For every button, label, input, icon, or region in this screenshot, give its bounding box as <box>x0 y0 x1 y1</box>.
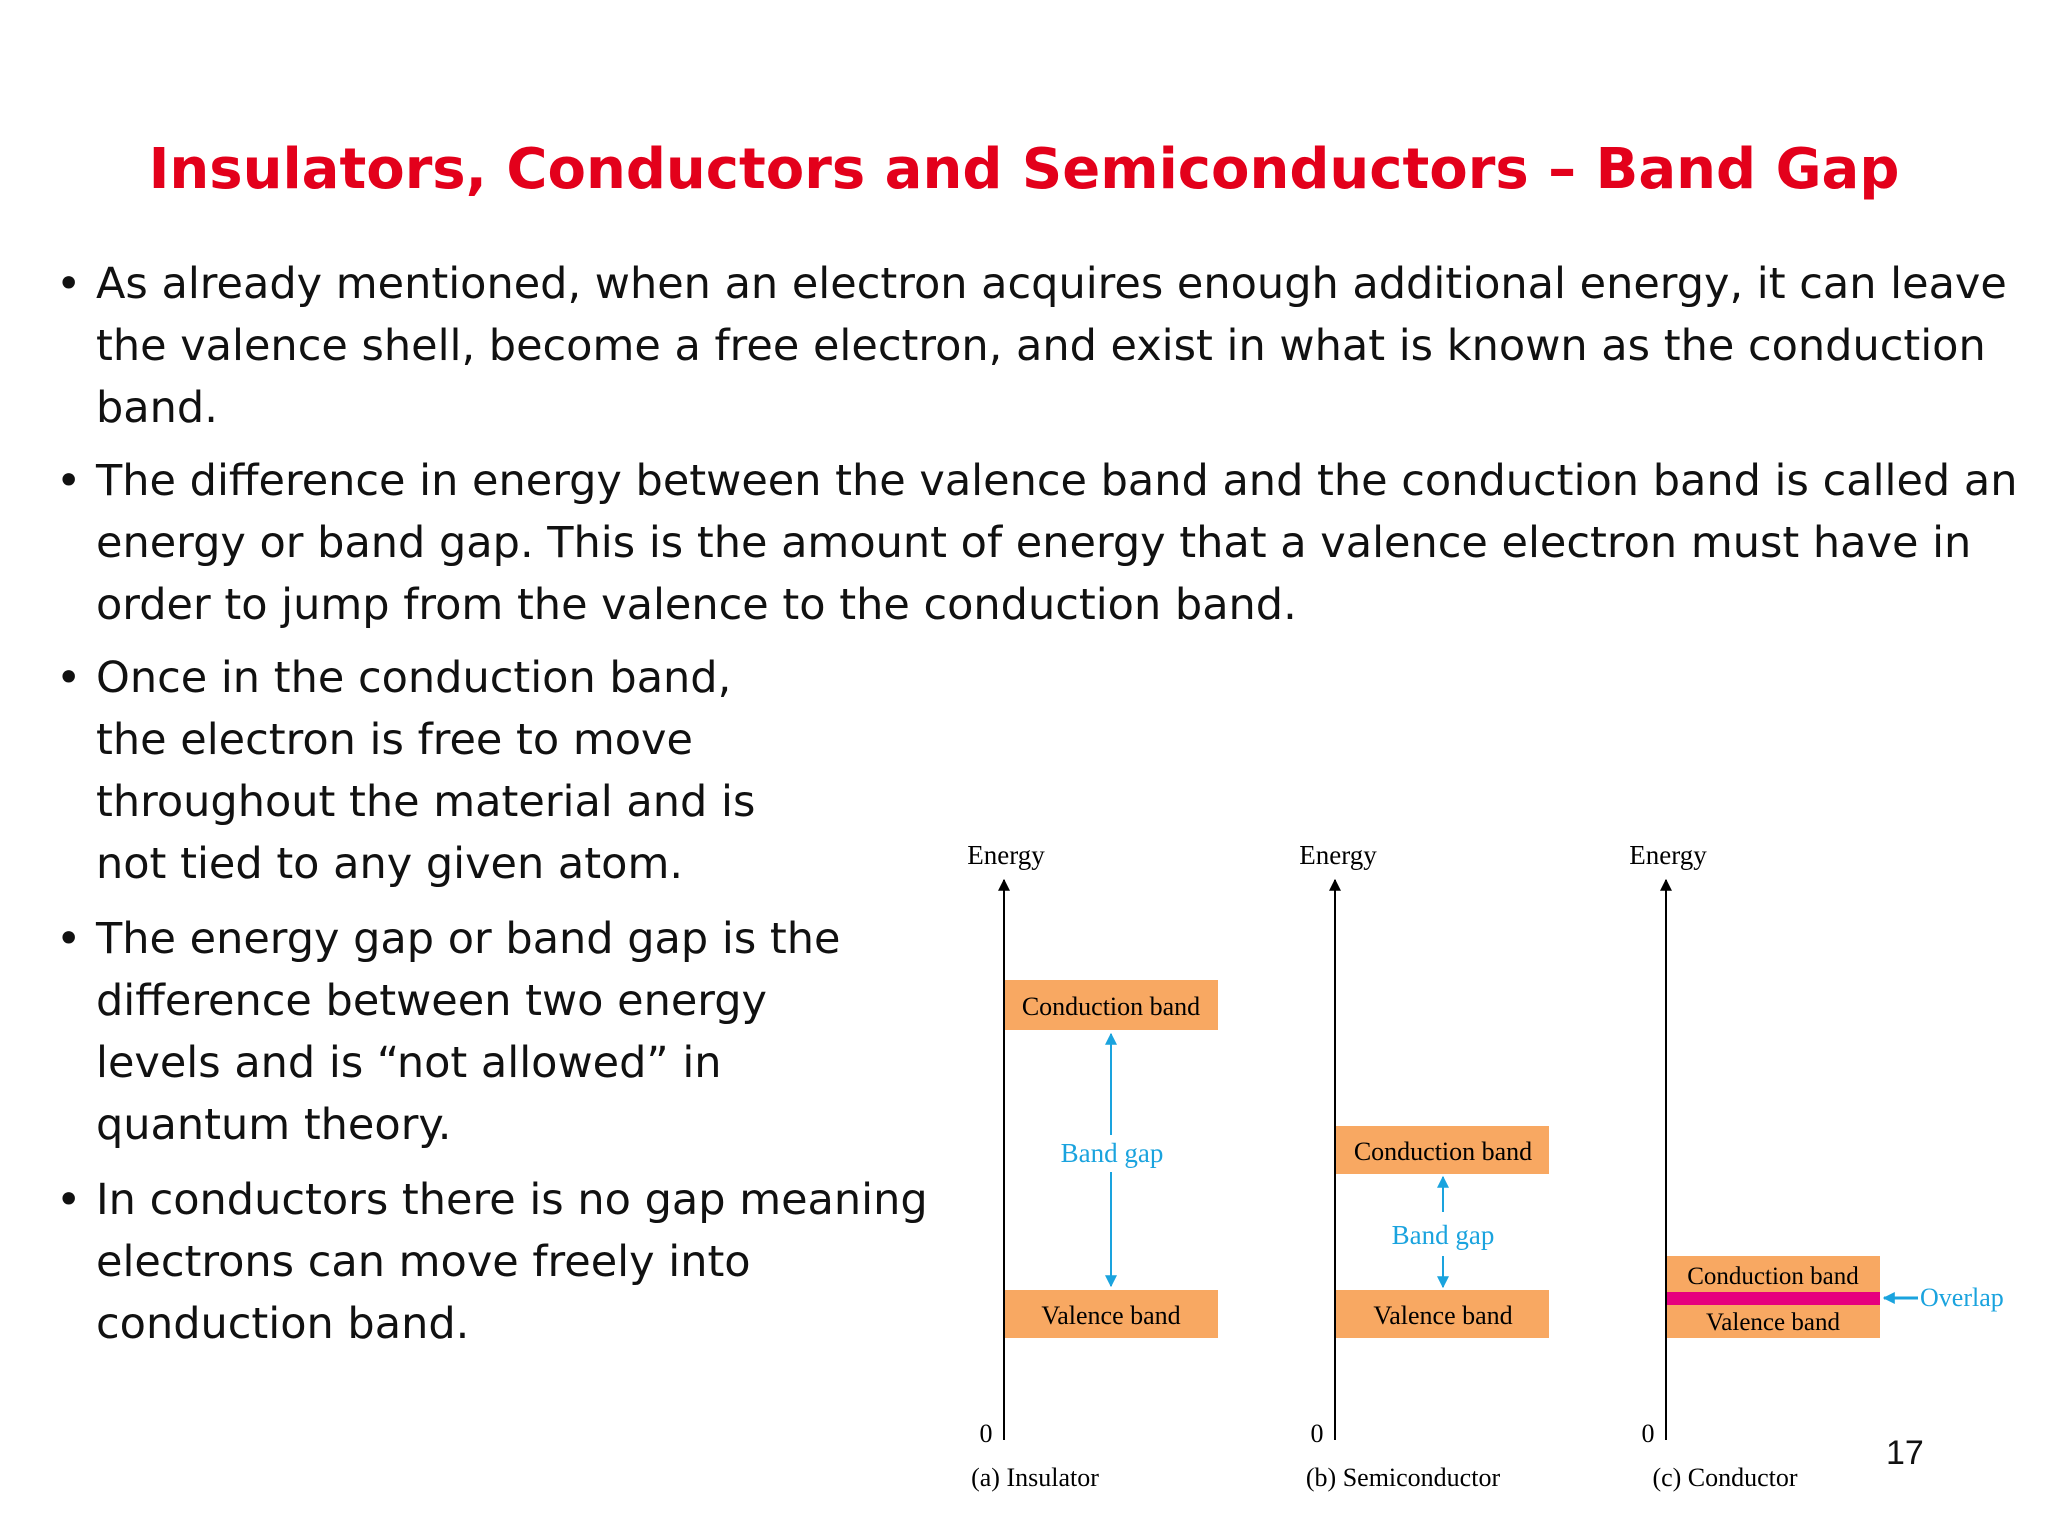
valence-band-label: Valence band <box>1041 1301 1180 1330</box>
band-gap-label: Band gap <box>1061 1138 1164 1168</box>
bullet-line: Once in the conduction band, <box>96 653 732 703</box>
conduction-band <box>1005 980 1218 1030</box>
bullet-line: the valence shell, become a free electro… <box>96 321 1986 371</box>
valence-band <box>1336 1290 1549 1338</box>
energy-axis-label: Energy <box>1629 840 1707 870</box>
bullet-text: Once in the conduction band, the electro… <box>96 647 755 895</box>
panel-insulator: Energy 0 Conduction band Valence band Ba… <box>967 840 1218 1492</box>
overlap-region <box>1667 1292 1880 1305</box>
overlap-label: Overlap <box>1920 1283 2004 1312</box>
bullet-line: band. <box>96 383 218 433</box>
valence-band <box>1005 1290 1218 1338</box>
bullet-text: The energy gap or band gap is the differ… <box>96 908 840 1156</box>
bullet-marker: • <box>56 1175 82 1225</box>
bullet-line: not tied to any given atom. <box>96 839 684 889</box>
bullet-line: the electron is free to move <box>96 715 693 765</box>
bullet-marker: • <box>56 914 82 964</box>
bullet-line: throughout the material and is <box>96 777 756 827</box>
bullet-line: The energy gap or band gap is the <box>96 914 841 964</box>
bullet-marker: • <box>56 456 82 506</box>
zero-label: 0 <box>1311 1419 1324 1448</box>
bullet-line: quantum theory. <box>96 1100 452 1150</box>
conduction-band <box>1336 1126 1549 1174</box>
zero-label: 0 <box>980 1419 993 1448</box>
bullet-text: The difference in energy between the val… <box>96 450 2017 636</box>
panel-caption: (c) Conductor <box>1652 1463 1797 1492</box>
panel-caption: (a) Insulator <box>971 1463 1099 1492</box>
bullet-text: As already mentioned, when an electron a… <box>96 253 2007 439</box>
slide-title: Insulators, Conductors and Semiconductor… <box>148 137 1900 202</box>
zero-label: 0 <box>1642 1419 1655 1448</box>
conduction-band-label: Conduction band <box>1022 992 1200 1021</box>
valence-band-label: Valence band <box>1373 1301 1512 1330</box>
bullet-line: levels and is “not allowed” in <box>96 1038 722 1088</box>
energy-axis-label: Energy <box>1299 840 1377 870</box>
conduction-band-label: Conduction band <box>1354 1137 1532 1166</box>
bullet-marker: • <box>56 653 82 703</box>
panel-conductor: Energy 0 Conduction band Valence band Ov… <box>1629 840 2003 1492</box>
bullet-line: electrons can move freely into <box>96 1237 751 1287</box>
panel-semiconductor: Energy 0 Conduction band Valence band Ba… <box>1299 840 1549 1492</box>
bullet-line: As already mentioned, when an electron a… <box>96 259 2007 309</box>
bullet-line: order to jump from the valence to the co… <box>96 580 1297 630</box>
conduction-band-label: Conduction band <box>1687 1263 1859 1290</box>
band-gap-label: Band gap <box>1392 1220 1495 1250</box>
panel-caption: (b) Semiconductor <box>1306 1463 1501 1492</box>
bullet-line: In conductors there is no gap meaning <box>96 1175 928 1225</box>
page-number: 17 <box>1886 1434 1924 1472</box>
bullet-marker: • <box>56 259 82 309</box>
bullet-line: energy or band gap. This is the amount o… <box>96 518 1972 568</box>
valence-band-label: Valence band <box>1706 1309 1840 1336</box>
bullet-line: conduction band. <box>96 1299 470 1349</box>
bullet-text: In conductors there is no gap meaning el… <box>96 1169 928 1355</box>
energy-axis-label: Energy <box>967 840 1045 870</box>
bullet-line: The difference in energy between the val… <box>96 456 2018 506</box>
bullet-line: difference between two energy <box>96 976 767 1026</box>
